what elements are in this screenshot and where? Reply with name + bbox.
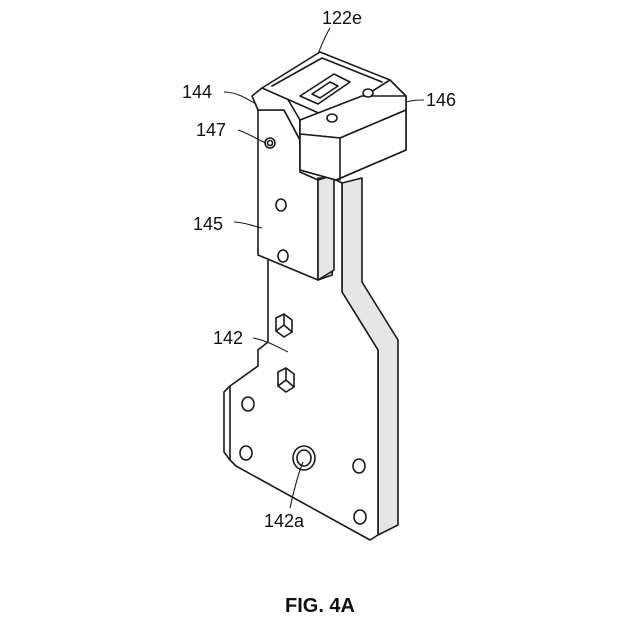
plate-hole [354,510,366,524]
block-145-hole [278,250,288,262]
pin-147 [265,138,275,148]
block-146-hole [363,89,373,97]
label-142: 142 [213,328,243,348]
plate-edge-line [224,386,230,460]
plate-hole [240,446,252,460]
label-144: 144 [182,82,212,102]
plate-hole [353,459,365,473]
label-147: 147 [196,120,226,140]
label-142a: 142a [264,511,305,531]
label-122e: 122e [322,8,362,28]
leader-144 [224,92,256,104]
leader-122e [318,28,330,54]
plate-hole [242,397,254,411]
leader-146 [406,100,424,102]
label-145: 145 [193,214,223,234]
figure-caption: FIG. 4A [285,595,355,617]
block-145-side [318,175,334,280]
block-146-hole [327,114,337,122]
block-145-hole [276,199,286,211]
label-146: 146 [426,90,456,110]
